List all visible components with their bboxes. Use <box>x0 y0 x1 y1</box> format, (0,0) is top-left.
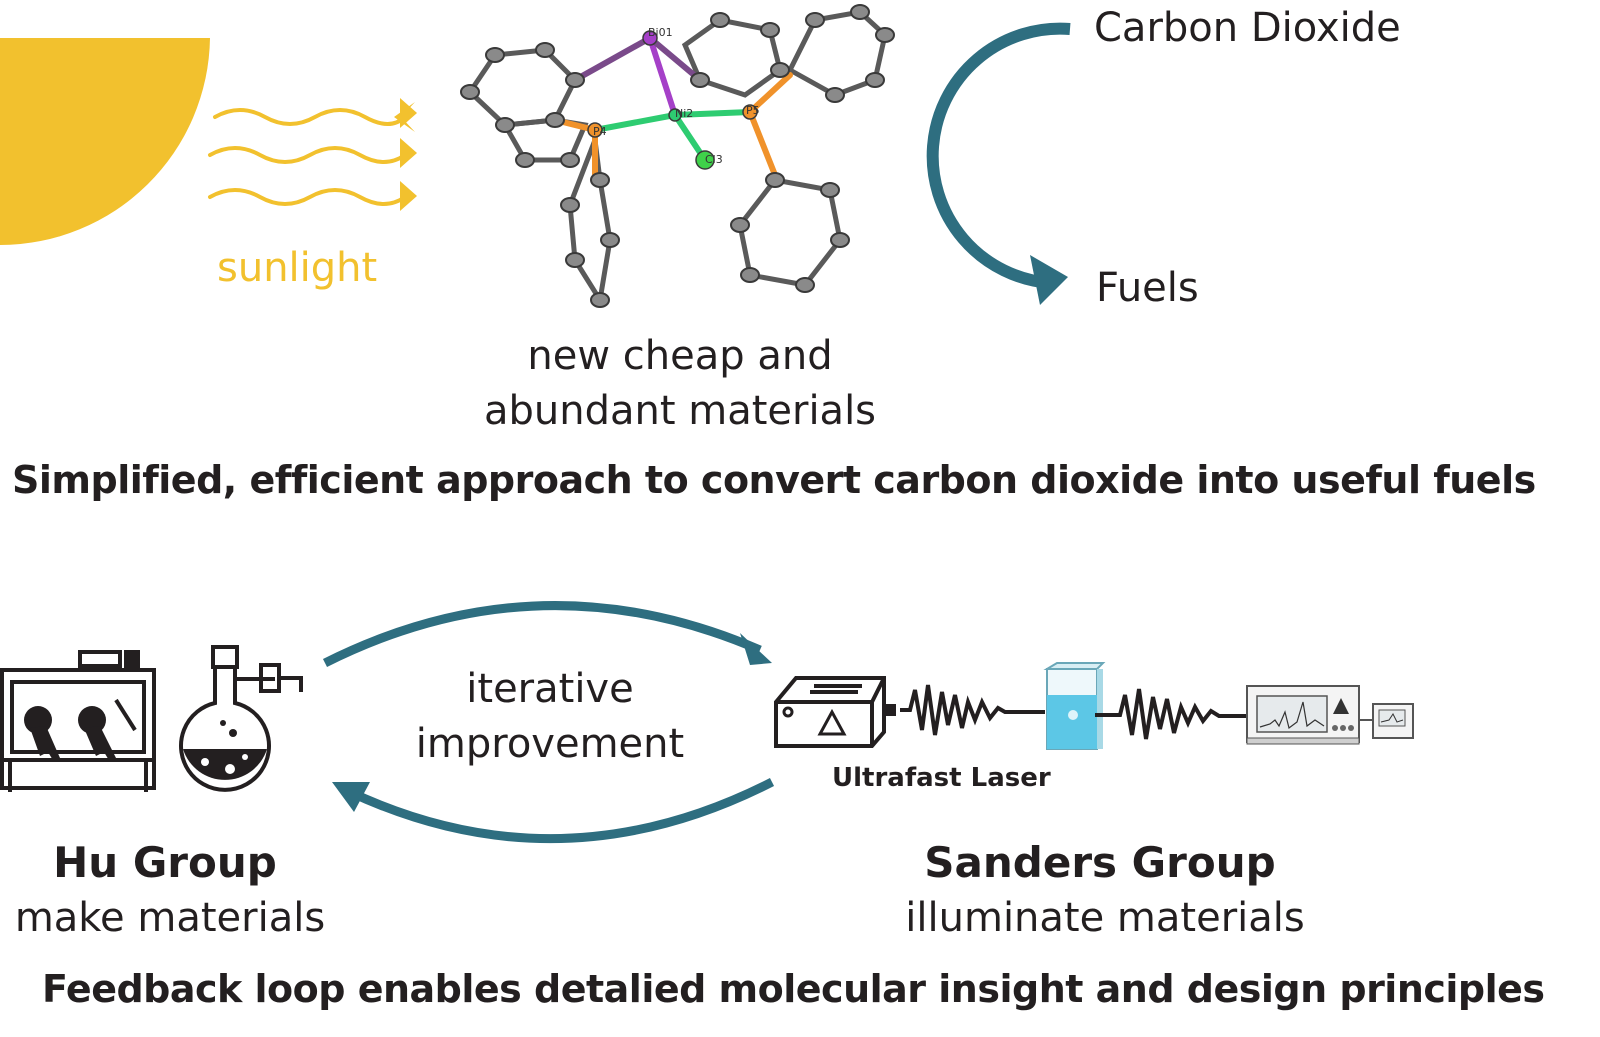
laser-label: Ultrafast Laser <box>832 763 1051 793</box>
loop-label-line1: iterative <box>466 666 634 712</box>
cuvette-icon <box>1043 662 1106 750</box>
hu-group-name: Hu Group <box>53 838 277 887</box>
atom-label: Bi01 <box>648 26 673 39</box>
atom-label: P4 <box>593 125 607 138</box>
molecule-structure: Bi01 Ni2 P4 P5 Cl3 <box>460 4 895 308</box>
laser-beam-icon <box>900 684 1045 736</box>
bottom-headline: Feedback loop enables detalied molecular… <box>42 967 1545 1011</box>
schlenk-flask-icon <box>179 645 303 792</box>
top-headline: Simplified, efficient approach to conver… <box>12 458 1536 502</box>
glovebox-icon <box>0 650 156 792</box>
atom-label: P5 <box>746 104 760 117</box>
hu-group-role: make materials <box>14 895 326 941</box>
molecule-caption-line2: abundant materials <box>483 388 877 434</box>
loop-arrow-forward-icon <box>322 601 772 668</box>
spectrometer-icon <box>1246 685 1414 745</box>
cycle-from-label: Carbon Dioxide <box>1094 5 1401 51</box>
laser-box-icon <box>774 676 896 748</box>
atom-label: Cl3 <box>705 153 723 166</box>
laser-beam-icon <box>1095 688 1250 740</box>
sunlight-label: sunlight <box>217 245 378 291</box>
molecule-caption-line1: new cheap and <box>527 333 833 379</box>
atom-label: Ni2 <box>675 107 693 120</box>
cycle-to-label: Fuels <box>1096 265 1199 311</box>
cycle-arrow-icon <box>926 22 1071 305</box>
sun-icon <box>0 38 210 245</box>
loop-arrow-back-icon <box>332 777 775 844</box>
loop-label-line2: improvement <box>415 721 685 767</box>
sanders-group-role: illuminate materials <box>905 895 1305 941</box>
sanders-group-name: Sanders Group <box>924 838 1276 887</box>
wave-arrow-icon <box>208 98 417 211</box>
